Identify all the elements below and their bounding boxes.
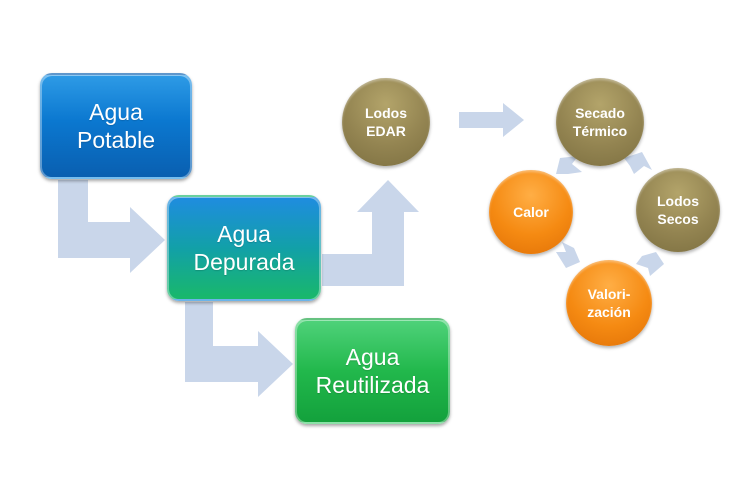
agua-depurada-line2: Depurada — [193, 249, 295, 275]
secado-termico-circle: Secado Térmico — [556, 78, 644, 166]
agua-potable-line2: Potable — [76, 127, 155, 153]
agua-reutilizada-line1: Agua — [345, 344, 400, 370]
agua-potable-box: Agua Potable — [40, 73, 192, 179]
arrow-depurada-to-reutilizada — [185, 302, 293, 397]
agua-depurada-line1: Agua — [217, 221, 271, 247]
agua-reutilizada-box: Agua Reutilizada — [295, 318, 450, 424]
lodos-edar-line1: Lodos — [365, 105, 407, 121]
calor-label: Calor — [513, 204, 549, 220]
calor-circle: Calor — [489, 170, 573, 254]
lodos-edar-line2: EDAR — [366, 123, 406, 139]
lodos-secos-line2: Secos — [657, 211, 699, 227]
cycle-arrow-secado-to-lodos-secos — [624, 152, 652, 174]
secado-termico-line2: Térmico — [572, 123, 628, 139]
arrow-depurada-to-lodos — [322, 180, 419, 286]
agua-depurada-box: Agua Depurada — [167, 195, 321, 301]
cycle-arrow-valorizacion-to-calor — [556, 242, 580, 268]
agua-potable-line1: Agua — [89, 99, 143, 125]
valorizacion-line2: zación — [587, 304, 631, 320]
lodos-secos-line1: Lodos — [657, 193, 699, 209]
cycle-arrow-calor-to-secado — [556, 156, 582, 174]
arrow-lodos-to-secado — [459, 103, 524, 137]
agua-reutilizada-line2: Reutilizada — [315, 372, 430, 398]
valorizacion-circle: Valori- zación — [566, 260, 652, 346]
arrow-potable-to-depurada — [58, 180, 165, 273]
secado-termico-line1: Secado — [575, 105, 625, 121]
valorizacion-line1: Valori- — [587, 286, 631, 302]
lodos-secos-circle: Lodos Secos — [636, 168, 720, 252]
lodos-edar-circle: Lodos EDAR — [342, 78, 430, 166]
cycle-arrow-lodos-secos-to-valorizacion — [636, 252, 664, 276]
